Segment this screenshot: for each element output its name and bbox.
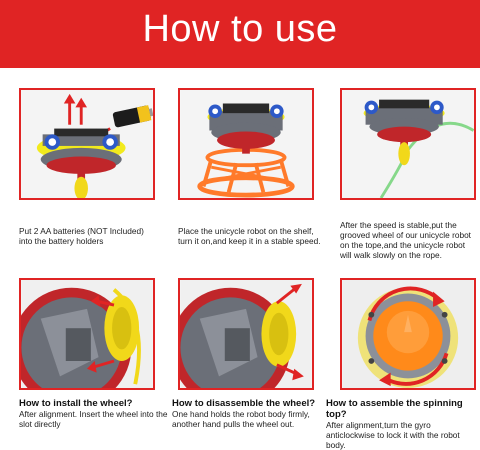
step-4-caption: How to install the wheel? After alignmen… xyxy=(19,398,169,429)
robot-with-battery-illustration xyxy=(21,90,153,198)
page-title: How to use xyxy=(142,8,338,50)
step-6-text: After alignment,turn the gyro anticlockw… xyxy=(326,420,460,450)
step-2-caption: Place the unicycle robot on the shelf, t… xyxy=(178,226,323,246)
step-6-caption: How to assemble the spinning top? After … xyxy=(326,398,478,450)
step-4-text: After alignment. Insert the wheel into t… xyxy=(19,409,168,429)
step-5-title: How to disassemble the wheel? xyxy=(172,398,316,409)
robot-on-rope-illustration xyxy=(342,90,474,198)
step-6-title: How to assemble the spinning top? xyxy=(326,398,463,420)
step-5-text: One hand holds the robot body firmly, an… xyxy=(172,409,310,429)
robot-on-shelf-illustration xyxy=(180,90,312,198)
step-2-image xyxy=(178,88,314,200)
step-5-caption: How to disassemble the wheel? One hand h… xyxy=(172,398,324,429)
header-bar: How to use xyxy=(0,0,480,68)
step-1-image xyxy=(19,88,155,200)
step-2-text: Place the unicycle robot on the shelf, t… xyxy=(178,226,321,246)
disassemble-wheel-closeup xyxy=(180,280,312,388)
step-1-text: Put 2 AA batteries (NOT Included) into t… xyxy=(19,226,144,246)
spinning-top-closeup xyxy=(342,280,474,388)
install-wheel-closeup xyxy=(21,280,153,388)
step-3-text: After the speed is stable,put the groove… xyxy=(340,220,471,260)
step-3-image xyxy=(340,88,476,200)
step-6-image xyxy=(340,278,476,390)
step-5-image xyxy=(178,278,314,390)
step-1-caption: Put 2 AA batteries (NOT Included) into t… xyxy=(19,226,159,246)
step-3-caption: After the speed is stable,put the groove… xyxy=(340,220,476,260)
step-4-title: How to install the wheel? xyxy=(19,398,133,409)
step-4-image xyxy=(19,278,155,390)
